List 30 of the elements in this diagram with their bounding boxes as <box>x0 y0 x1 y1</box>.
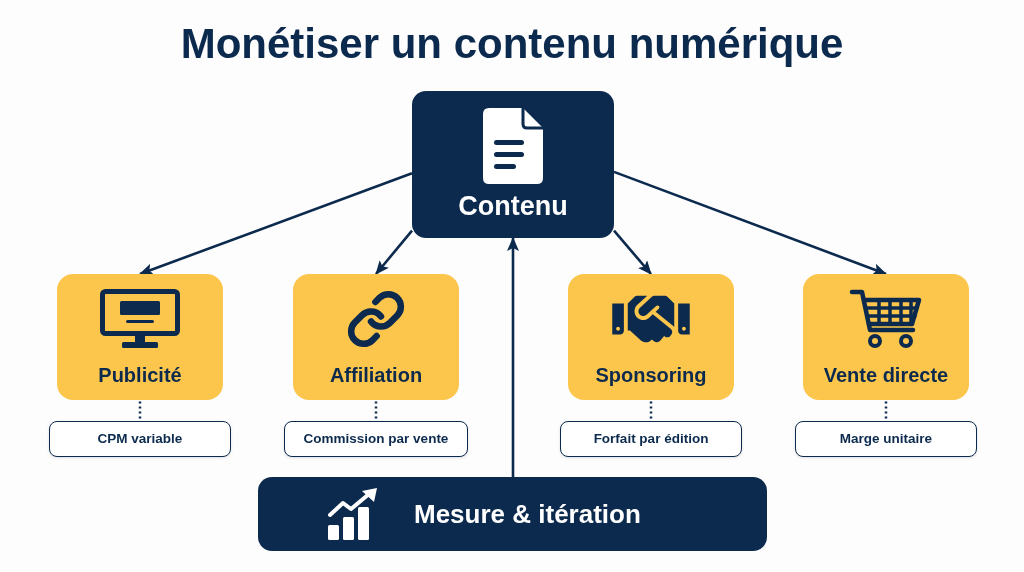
node-label: Marge unitaire <box>839 430 933 448</box>
node-label: Affiliation <box>329 363 423 387</box>
dotted-connector <box>884 401 888 420</box>
process-bar <box>258 477 767 551</box>
node-label: Mesure & itération <box>414 498 641 530</box>
detail-box <box>795 421 977 457</box>
detail-box <box>284 421 468 457</box>
arrow <box>507 237 519 477</box>
arrow <box>375 229 413 275</box>
node-label: Forfait par édition <box>593 430 709 448</box>
dotted-connector <box>138 401 142 420</box>
detail-box <box>49 421 231 457</box>
node-label: Commission par vente <box>303 430 449 448</box>
arrow <box>139 172 413 276</box>
node-label: Sponsoring <box>595 363 707 387</box>
node-label: CPM variable <box>97 430 183 448</box>
content-box <box>412 91 614 238</box>
arrow <box>613 170 887 276</box>
node-label: Vente directe <box>823 363 949 387</box>
detail-box <box>560 421 742 457</box>
category-card <box>293 274 459 400</box>
arrow <box>613 229 652 275</box>
node-label: Publicité <box>98 363 182 387</box>
dotted-connector <box>649 401 653 420</box>
title: Monétiser un contenu numérique <box>179 19 845 69</box>
dotted-connector <box>374 401 378 420</box>
node-label: Contenu <box>458 190 568 222</box>
category-card <box>57 274 223 400</box>
category-card <box>568 274 734 400</box>
category-card <box>803 274 969 400</box>
